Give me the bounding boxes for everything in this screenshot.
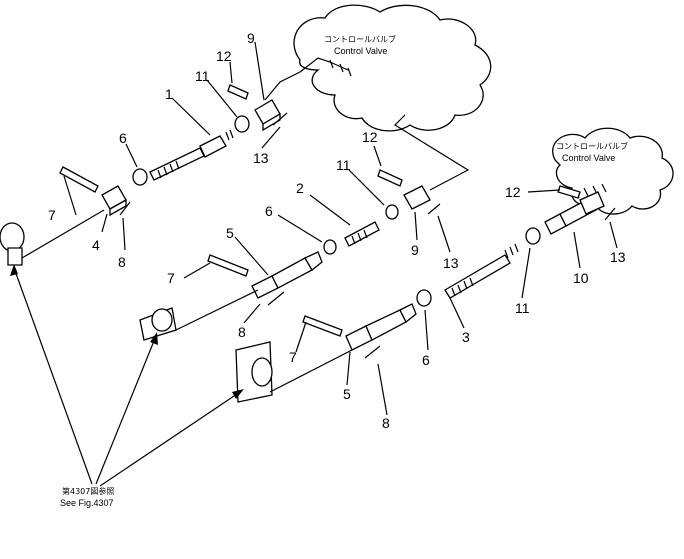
callout-13: 13 [610,249,626,265]
callout-13: 13 [443,255,459,271]
callout-3: 3 [462,329,470,345]
callout-12: 12 [216,48,232,64]
lever-bracket-top [0,209,105,266]
callout-6: 6 [422,352,430,368]
callout-7: 7 [48,207,56,223]
callout-11: 11 [195,68,210,84]
see-fig-en: See Fig.4307 [60,498,114,508]
control-valve-top [293,4,492,132]
callout-1: 1 [165,86,173,102]
callout-8: 8 [382,415,390,431]
callout-2: 2 [296,180,304,196]
callout-4: 4 [92,237,100,253]
reference-arrows [10,264,244,487]
callout-8: 8 [238,324,246,340]
control-valve-right-jp: コントロールバルブ [556,141,628,151]
control-valve-top-en: Control Valve [334,46,387,56]
leader-lines [63,41,618,416]
lever-bracket-middle [139,289,259,341]
callout-5: 5 [343,386,351,402]
callout-12: 12 [362,129,378,145]
callout-10: 10 [573,270,589,286]
callout-6: 6 [119,130,127,146]
callout-6: 6 [265,203,273,219]
callout-13: 13 [253,150,269,166]
callout-12: 12 [505,184,521,200]
lower-rod-assembly [302,185,616,359]
callout-7: 7 [167,270,175,286]
middle-rod-assembly [207,169,441,306]
callout-11: 11 [336,157,351,173]
callout-5: 5 [226,225,234,241]
valve-link-line-middle [394,114,470,191]
callout-7: 7 [289,349,297,365]
valve-link-line-top [264,71,301,101]
callout-9: 9 [247,30,255,46]
callout-8: 8 [118,254,126,270]
upper-rod-assembly [59,84,288,217]
see-fig-jp: 第4307図参照 [62,486,114,496]
control-valve-right-en: Control Valve [562,153,615,163]
lever-bracket-bottom [235,341,353,403]
callout-9: 9 [411,242,419,258]
callout-11: 11 [515,300,530,316]
callout-labels: 1 6 7 4 8 11 12 9 13 12 11 2 6 5 7 8 9 1… [48,30,626,431]
control-valve-top-jp: コントロールバルブ [324,34,396,44]
